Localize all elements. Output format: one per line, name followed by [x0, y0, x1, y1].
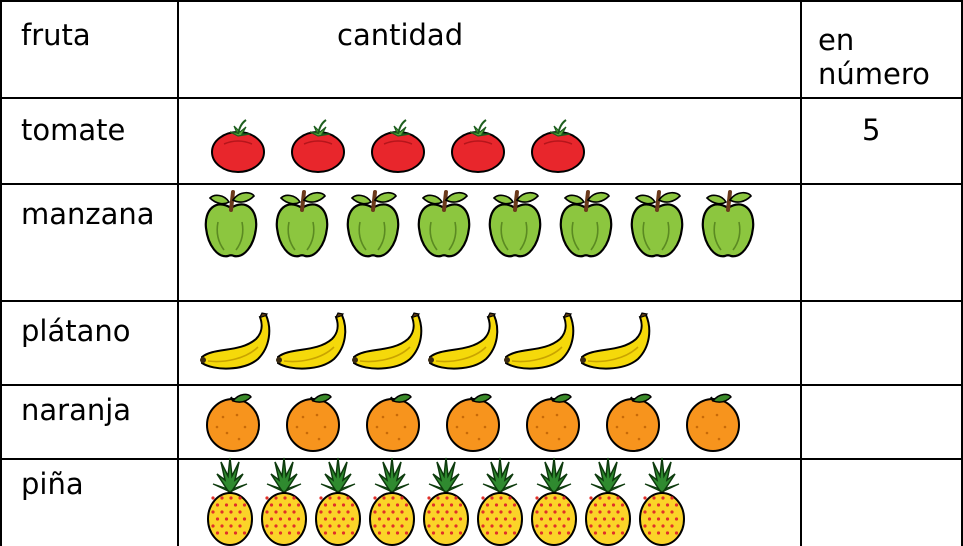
banana-icon — [276, 312, 350, 373]
tomato-icon — [530, 116, 586, 174]
pineapple-icon — [365, 457, 419, 546]
banana-icon — [200, 312, 274, 373]
header-number-line2: número — [818, 57, 930, 91]
row-label-pineapple: piña — [21, 467, 84, 501]
apple-icon — [699, 188, 757, 260]
pineapple-icon — [203, 457, 257, 546]
table-border-right — [961, 0, 963, 546]
header-quantity: cantidad — [337, 18, 464, 52]
apple-icon — [415, 188, 473, 260]
row-divider — [0, 183, 963, 185]
orange-icon — [683, 391, 743, 453]
apple-icon — [273, 188, 331, 260]
tomato-icon — [370, 116, 426, 174]
apple-icon — [557, 188, 615, 260]
apple-icon — [344, 188, 402, 260]
pineapple-icon — [419, 457, 473, 546]
tomato-icon — [290, 116, 346, 174]
orange-icon — [443, 391, 503, 453]
row-label-tomato: tomate — [21, 113, 126, 147]
pineapple-icon — [257, 457, 311, 546]
header-number-line1: en — [818, 23, 855, 57]
table-border-left — [0, 0, 2, 546]
header-fruit: fruta — [21, 18, 91, 52]
apple-icon — [628, 188, 686, 260]
orange-icon — [523, 391, 583, 453]
banana-icon — [580, 312, 654, 373]
row-divider — [0, 384, 963, 386]
column-divider-number — [800, 0, 802, 546]
table-border-top — [0, 0, 963, 2]
pineapple-icon — [527, 457, 581, 546]
tomato-icon — [210, 116, 266, 174]
banana-icon — [352, 312, 426, 373]
row-label-apple: manzana — [21, 197, 155, 231]
row-divider — [0, 300, 963, 302]
orange-icon — [363, 391, 423, 453]
pineapple-icon — [581, 457, 635, 546]
orange-icon — [283, 391, 343, 453]
column-divider-fruit — [177, 0, 179, 546]
row-label-banana: plátano — [21, 314, 131, 348]
orange-icon — [203, 391, 263, 453]
pineapple-icon — [473, 457, 527, 546]
orange-icon — [603, 391, 663, 453]
pineapple-icon — [635, 457, 689, 546]
pineapple-icon — [311, 457, 365, 546]
row-divider — [0, 97, 963, 99]
banana-icon — [428, 312, 502, 373]
number-tomato: 5 — [862, 113, 881, 147]
tomato-icon — [450, 116, 506, 174]
apple-icon — [202, 188, 260, 260]
banana-icon — [504, 312, 578, 373]
row-label-orange: naranja — [21, 393, 132, 427]
apple-icon — [486, 188, 544, 260]
row-divider — [0, 458, 963, 460]
